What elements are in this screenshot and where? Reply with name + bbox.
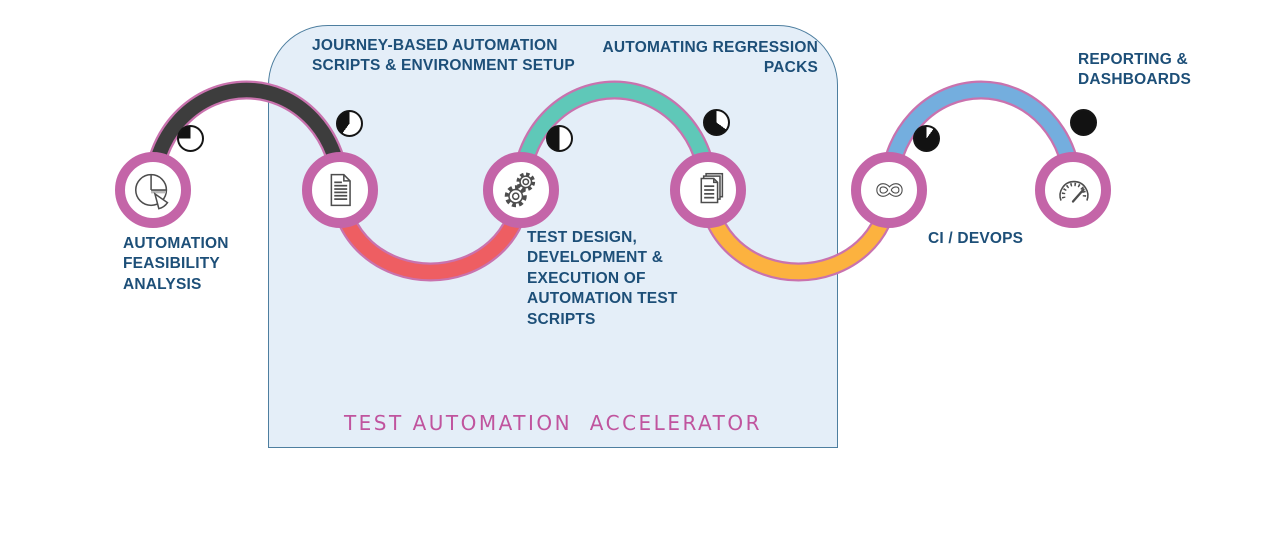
stage-node-ci-devops <box>851 152 927 228</box>
arc-stage3-stage4 <box>513 82 716 191</box>
stage-node-reporting-dashboards <box>1035 152 1111 228</box>
arc-stage1-stage2 <box>145 82 348 191</box>
progress-indicator-stage3 <box>546 125 573 152</box>
document-icon <box>330 173 351 207</box>
arc-stage5-stage6 <box>881 82 1081 191</box>
gauge-icon <box>1059 180 1089 203</box>
stage-node-regression-packs <box>670 152 746 228</box>
progress-indicator-stage5 <box>913 125 940 152</box>
stacked-documents-icon <box>700 172 724 204</box>
stage-label-regression-packs: AUTOMATING REGRESSION PACKS <box>602 39 818 77</box>
progress-indicator-stage2 <box>336 110 363 137</box>
stage-node-journey-scripts <box>302 152 378 228</box>
progress-indicator-stage1 <box>177 125 204 152</box>
pie-chart-icon <box>134 173 169 210</box>
progress-indicator-stage4 <box>703 109 730 136</box>
stage-label-ci-devops: CI / DEVOPS <box>928 230 1024 247</box>
stage-node-automation-feasibility <box>115 152 191 228</box>
stage-label-journey-scripts: JOURNEY-BASED AUTOMATION SCRIPTS & ENVIR… <box>312 37 575 75</box>
stage-label-automation-feasibility: AUTOMATION FEASIBILITY ANALYSIS <box>123 235 229 293</box>
stage-node-test-design <box>483 152 559 228</box>
gears-icon <box>504 172 536 208</box>
progress-indicator-stage6 <box>1070 109 1097 136</box>
infinity-icon <box>876 183 903 197</box>
stage-label-reporting-dashboards: REPORTING & DASHBOARDS <box>1078 51 1192 89</box>
accelerator-title: TEST AUTOMATION ACCELERATOR <box>343 411 763 435</box>
stage-label-test-design: TEST DESIGN, DEVELOPMENT & EXECUTION OF … <box>527 229 678 328</box>
